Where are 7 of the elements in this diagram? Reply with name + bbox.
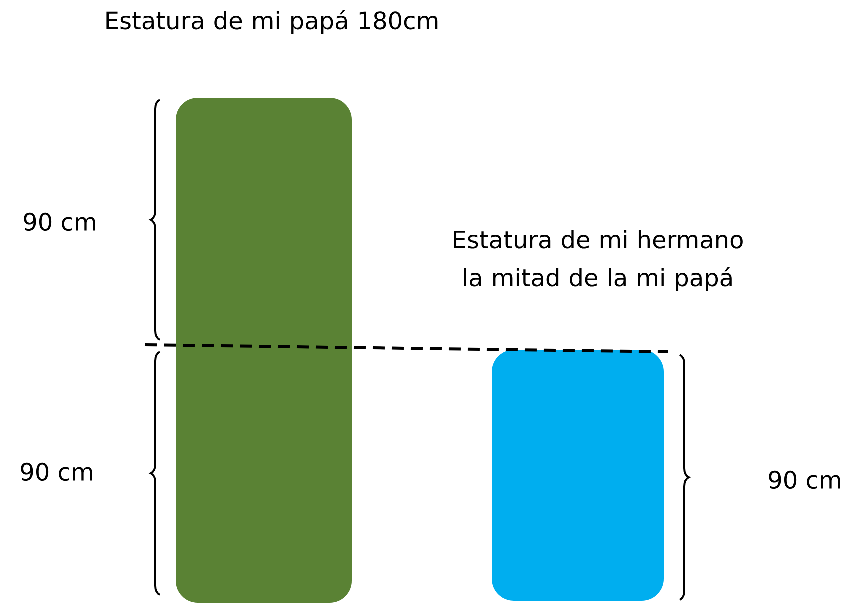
measure-label: 90 cm xyxy=(24,212,96,232)
height-bar: Estatura de mi hermano la mitad de la mi papá xyxy=(454,230,743,601)
measure-label: 90 cm xyxy=(769,470,840,490)
height-bar: Estatura de mi papá 180cm xyxy=(106,10,438,603)
measure-label: 90 cm xyxy=(21,462,92,482)
node-label: Estatura de mi papá 180cm xyxy=(106,10,438,34)
node-label: Estatura de mi hermano la mitad de la mi papá xyxy=(454,230,743,292)
